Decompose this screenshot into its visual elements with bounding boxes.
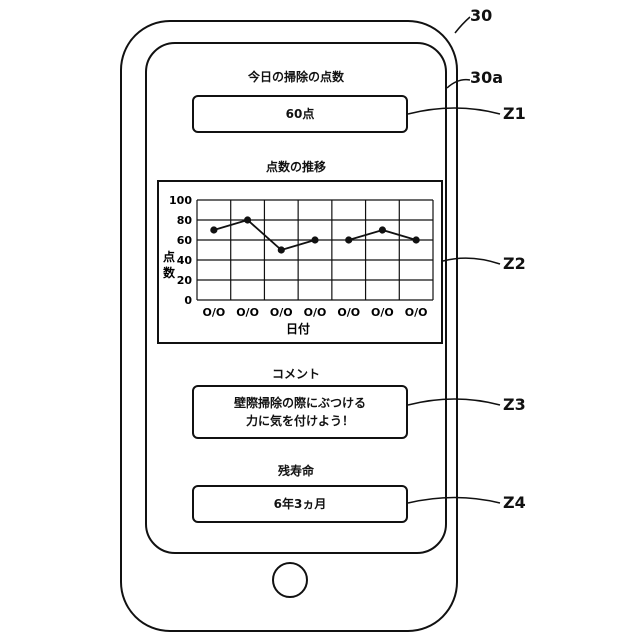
x-tick-label: O/O [371, 306, 394, 319]
today-score-title: 今日の掃除の点数 [145, 68, 447, 85]
score-point [379, 226, 386, 233]
x-tick-label: O/O [270, 306, 293, 319]
y-tick-label: 40 [177, 254, 193, 267]
x-tick-label: O/O [304, 306, 327, 319]
score-point [210, 226, 217, 233]
y-tick-label: 100 [169, 194, 192, 207]
y-axis-label-char-2: 数 [163, 265, 176, 280]
z1-leader-line [408, 108, 500, 114]
z4-leader-line [408, 498, 500, 504]
z3-leader-line [408, 399, 500, 405]
device-leader-line [455, 17, 470, 33]
x-tick-label: O/O [405, 306, 428, 319]
x-tick-label: O/O [236, 306, 259, 319]
remaining-life-title: 残寿命 [145, 462, 447, 479]
y-tick-label: 60 [177, 234, 193, 247]
screen-leader-line [447, 80, 470, 88]
score-line-chart: 100 80 60 40 20 0 O/O O/O O/O O/O O/O O/O O/O 点 数 日… [157, 180, 443, 344]
y-tick-label: 20 [177, 274, 193, 287]
score-point [311, 236, 318, 243]
remaining-life-box: 6年3ヵ月 [192, 485, 408, 523]
today-score-value: 60点 [286, 105, 315, 123]
score-point [413, 236, 420, 243]
x-axis-label: 日付 [286, 321, 310, 336]
x-tick-label: O/O [337, 306, 360, 319]
y-tick-label: 0 [184, 294, 192, 307]
score-point [278, 246, 285, 253]
score-point [345, 236, 352, 243]
chart-grid [197, 200, 433, 300]
score-history-title: 点数の推移 [145, 158, 447, 175]
z2-leader-line [443, 258, 500, 264]
comment-box: 壁際掃除の際にぶつける 力に気を付けよう！ [192, 385, 408, 439]
comment-line-1: 壁際掃除の際にぶつける [234, 394, 366, 412]
today-score-box: 60点 [192, 95, 408, 133]
x-tick-label: O/O [202, 306, 225, 319]
remaining-life-value: 6年3ヵ月 [274, 495, 327, 513]
comment-title: コメント [145, 365, 447, 382]
y-tick-label: 80 [177, 214, 193, 227]
y-axis-label-char-1: 点 [163, 249, 175, 264]
score-point [244, 216, 251, 223]
comment-line-2: 力に気を付けよう！ [246, 412, 354, 430]
score-series [210, 216, 419, 253]
x-tick-labels: O/O O/O O/O O/O O/O O/O O/O [202, 306, 427, 319]
